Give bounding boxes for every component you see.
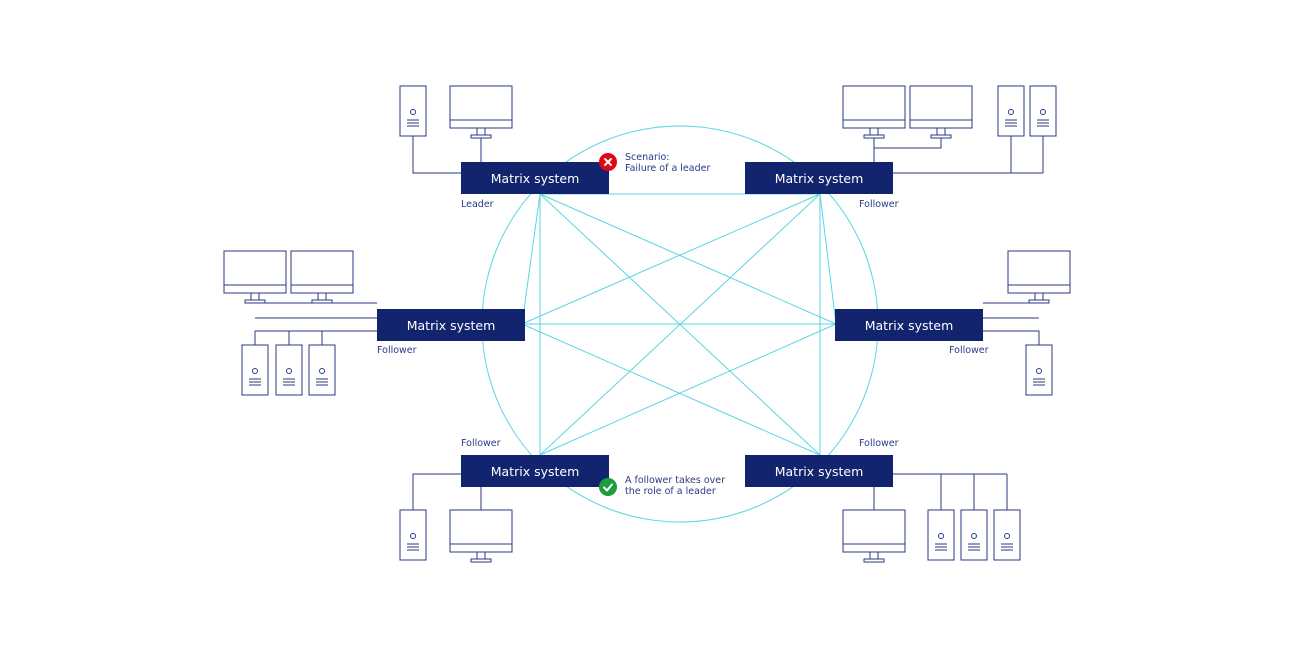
node-role-label: Follower — [859, 438, 899, 449]
failure-annotation: Scenario: Failure of a leader — [625, 152, 710, 174]
tower-icon — [1025, 344, 1053, 396]
x-icon — [599, 153, 617, 171]
mesh-link — [539, 323, 837, 456]
mesh-link — [539, 193, 837, 325]
monitor-icon — [449, 509, 513, 563]
mesh-link — [521, 193, 541, 325]
tower-icon — [399, 509, 427, 561]
tower-icon — [1029, 85, 1057, 137]
matrix-node-mid-right: Matrix system — [835, 309, 983, 341]
monitor-icon — [842, 85, 906, 139]
mesh-links — [521, 193, 837, 456]
node-role-label: Follower — [461, 438, 501, 449]
node-role-label: Follower — [859, 199, 899, 210]
matrix-node-top-right: Matrix system — [745, 162, 893, 194]
monitor-icon — [290, 250, 354, 304]
monitor-icon — [909, 85, 973, 139]
tower-icon — [997, 85, 1025, 137]
mesh-link — [521, 193, 821, 325]
node-role-label: Follower — [949, 345, 989, 356]
tower-icon — [399, 85, 427, 137]
tower-icon — [275, 344, 303, 396]
takeover-line-1: A follower takes over — [625, 475, 726, 486]
check-icon — [599, 478, 617, 496]
node-role-label: Leader — [461, 199, 494, 210]
tower-icon — [927, 509, 955, 561]
tower-icon — [960, 509, 988, 561]
monitor-icon — [449, 85, 513, 139]
matrix-node-bottom-right: Matrix system — [745, 455, 893, 487]
node-role-label: Follower — [377, 345, 417, 356]
failure-line-2: Failure of a leader — [625, 163, 711, 174]
mesh-link — [819, 193, 837, 325]
monitor-icon — [1007, 250, 1071, 304]
tower-icon — [241, 344, 269, 396]
tower-icon — [993, 509, 1021, 561]
takeover-annotation: A follower takes over the role of a lead… — [625, 475, 725, 497]
failure-line-1: Scenario: — [625, 152, 670, 163]
matrix-node-top-left: Matrix system — [461, 162, 609, 194]
monitor-icon — [223, 250, 287, 304]
monitor-icon — [842, 509, 906, 563]
tower-icon — [308, 344, 336, 396]
matrix-node-bottom-left: Matrix system — [461, 455, 609, 487]
mesh-link — [521, 323, 821, 456]
matrix-node-mid-left: Matrix system — [377, 309, 525, 341]
takeover-line-2: the role of a leader — [625, 486, 716, 497]
